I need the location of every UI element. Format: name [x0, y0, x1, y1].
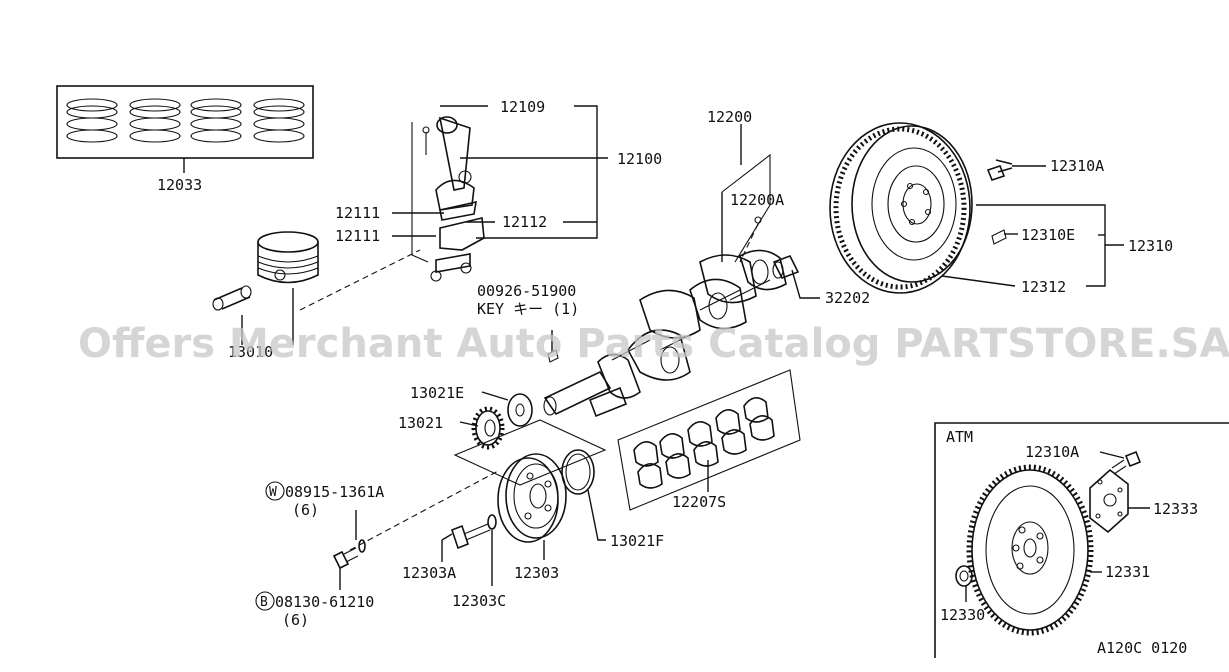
atm-bolt — [1111, 450, 1142, 475]
label-12312: 12312 — [1021, 278, 1066, 296]
drive-plate — [966, 464, 1094, 636]
flywheel-bolt — [986, 159, 1013, 181]
diagram-code: A120C 0120 — [1097, 639, 1187, 657]
label-32202: 32202 — [825, 289, 870, 307]
label-atm-12330: 12330 — [940, 606, 985, 624]
watermark-text: Offers Merchant Auto Parts Catalog PARTS… — [78, 321, 1229, 367]
label-atm-12333: 12333 — [1153, 500, 1198, 518]
pulley-seal-ring — [561, 449, 595, 495]
crank-sprocket — [471, 406, 505, 450]
label-atm-12310a: 12310A — [1025, 443, 1079, 461]
piston-ring-set — [56, 85, 314, 173]
label-washer-part: 08915-1361A — [285, 483, 384, 501]
label-12112: 12112 — [502, 213, 547, 231]
label-washer-qty: (6) — [292, 501, 319, 519]
label-12200: 12200 — [707, 108, 752, 126]
reinforcement-plate — [1089, 468, 1129, 534]
flywheel — [829, 122, 973, 294]
pulley-bolt — [451, 523, 491, 550]
label-12033: 12033 — [157, 176, 202, 194]
atm-title: ATM — [946, 428, 973, 446]
atm-spacer — [955, 565, 973, 587]
circle-b-marker: B — [260, 595, 268, 610]
label-12200a: 12200A — [730, 191, 784, 209]
crank-pulley — [497, 453, 567, 543]
label-12310a: 12310A — [1050, 157, 1104, 175]
label-13021e: 13021E — [410, 384, 464, 402]
circle-w-marker: W — [269, 485, 277, 500]
label-bolt-part: 08130-61210 — [275, 593, 374, 611]
label-key-description: KEY キー (1) — [477, 300, 579, 318]
label-12109: 12109 — [500, 98, 545, 116]
label-12207s: 12207S — [672, 493, 726, 511]
label-12310e: 12310E — [1021, 226, 1075, 244]
atm-section — [934, 422, 1229, 658]
pilot-bushing — [772, 254, 800, 280]
crank-washer — [507, 393, 533, 427]
label-13021f: 13021F — [610, 532, 664, 550]
crankshaft — [543, 249, 787, 418]
label-atm-12331: 12331 — [1105, 563, 1150, 581]
label-12303c: 12303C — [452, 592, 506, 610]
label-13021: 13021 — [398, 414, 443, 432]
label-bolt-qty: (6) — [282, 611, 309, 629]
label-12111-upper: 12111 — [335, 204, 380, 222]
label-12310: 12310 — [1128, 237, 1173, 255]
label-12111-lower: 12111 — [335, 227, 380, 245]
label-13010: 13010 — [228, 343, 273, 361]
label-12303: 12303 — [514, 564, 559, 582]
pulley-washer — [487, 514, 497, 530]
small-washer — [358, 539, 366, 553]
connecting-rod — [422, 116, 485, 282]
piston-pin — [212, 285, 252, 311]
small-bolt — [332, 547, 359, 570]
label-key-part-number: 00926-51900 — [477, 282, 576, 300]
piston — [257, 231, 319, 284]
main-bearing-set — [633, 397, 775, 489]
label-12100: 12100 — [617, 150, 662, 168]
label-12303a: 12303A — [402, 564, 456, 582]
